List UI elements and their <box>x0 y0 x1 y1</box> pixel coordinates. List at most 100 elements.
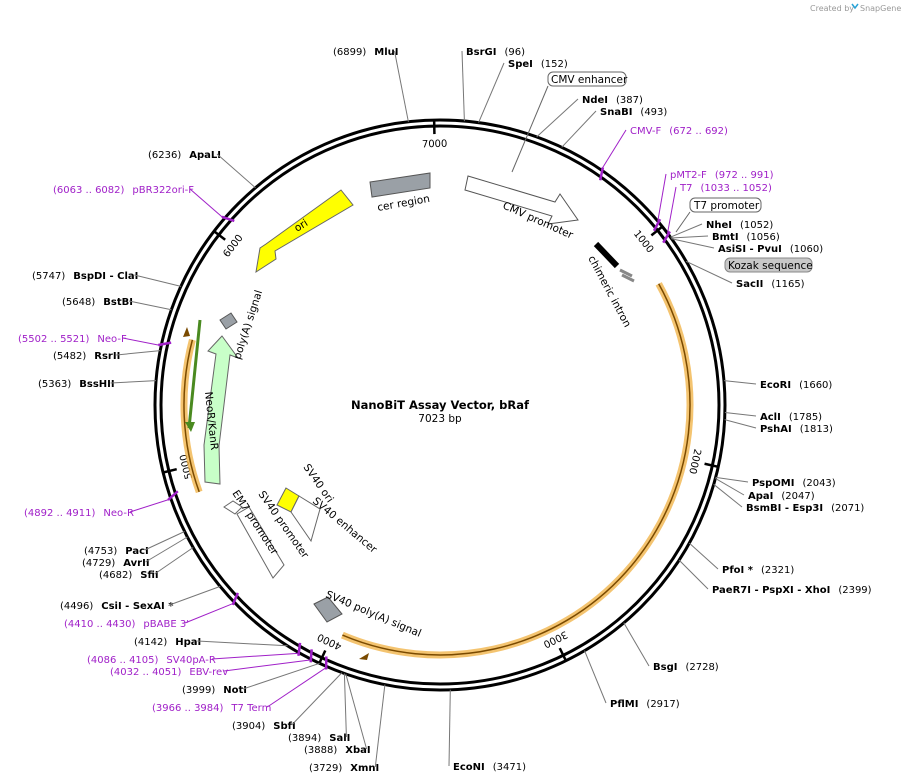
site-label[interactable]: SacII(1165) <box>736 279 805 290</box>
site-label[interactable]: PflMI(2917) <box>610 699 680 710</box>
site-label[interactable]: (3999)NotI <box>182 685 247 696</box>
site-pos: (4496) <box>60 601 93 612</box>
site-label[interactable]: (6063 .. 6082)pBR322ori-F <box>53 185 194 196</box>
site-label[interactable]: (5363)BssHII <box>38 379 115 390</box>
site-label[interactable]: (4892 .. 4911)Neo-R <box>24 508 134 519</box>
site-leader <box>670 223 703 238</box>
site-label[interactable]: (5648)BstBI <box>62 297 133 308</box>
site-label[interactable]: EcoRI(1660) <box>760 380 832 391</box>
chimeric-intron-label[interactable]: chimeric intron <box>585 254 633 330</box>
primer-mark <box>221 215 235 223</box>
ori-arrow[interactable] <box>255 189 354 274</box>
credit-brand: SnapGene <box>860 4 901 13</box>
site-label[interactable]: (3888)XbaI <box>304 745 371 756</box>
site-name: BspDI - ClaI <box>73 271 138 282</box>
site-leader <box>715 476 749 483</box>
site-label[interactable]: (4142)HpaI <box>134 637 201 648</box>
site-label[interactable]: PaeR7I - PspXI - XhoI(2399) <box>712 585 872 596</box>
backbone-inner <box>159 124 721 686</box>
site-label[interactable]: (6236)ApaLI <box>148 150 221 161</box>
site-label[interactable]: (5482)RsrII <box>53 351 120 362</box>
em7-promoter-arrow[interactable] <box>223 500 243 515</box>
site-label[interactable]: CMV-F(672 .. 692) <box>630 126 728 137</box>
site-pos: (1660) <box>799 380 832 391</box>
tick-mark <box>650 225 664 237</box>
t7-promoter-leader <box>675 211 691 233</box>
sv40-polya-box[interactable] <box>313 596 343 623</box>
site-pos: (1056) <box>747 232 780 243</box>
site-label[interactable]: BsmBI - Esp3I(2071) <box>746 503 864 514</box>
site-label[interactable]: (4729)AvrII <box>82 558 150 569</box>
site-leader <box>197 640 288 647</box>
site-label[interactable]: (3729)XmnI <box>309 763 379 774</box>
site-label[interactable]: NheI(1052) <box>706 220 773 231</box>
cer-region-label[interactable]: cer region <box>376 193 430 214</box>
site-label[interactable]: (5502 .. 5521)Neo-F <box>18 334 127 345</box>
site-pos: (4892 .. 4911) <box>24 508 96 519</box>
site-name: NdeI <box>582 95 608 106</box>
tick-label: 1000 <box>631 229 655 256</box>
site-label[interactable]: (3966 .. 3984)T7 Term <box>152 703 271 714</box>
site-label[interactable]: (4682)SfiI <box>99 570 159 581</box>
site-name: XbaI <box>345 745 370 756</box>
site-pos: (493) <box>640 107 667 118</box>
site-label[interactable]: T7(1033 .. 1052) <box>679 183 772 194</box>
neor-kanr-arrow[interactable] <box>203 335 240 485</box>
site-label[interactable]: BmtI(1056) <box>712 232 780 243</box>
site-label[interactable]: (3904)SbfI <box>232 721 296 732</box>
site-name: EBV-rev <box>189 667 228 678</box>
sv40-enhancer-box[interactable] <box>290 495 321 543</box>
site-leader <box>345 673 368 750</box>
kozak-label[interactable]: Kozak sequence <box>728 260 813 272</box>
site-label[interactable]: (4410 .. 4430)pBABE 3' <box>64 619 189 630</box>
credit-prefix: Created by <box>810 4 854 13</box>
site-label[interactable]: (4032 .. 4051)EBV-rev <box>110 667 228 678</box>
site-label[interactable]: (4086 .. 4105)SV40pA-R <box>87 655 216 666</box>
site-label[interactable]: AsiSI - PvuI(1060) <box>718 244 823 255</box>
site-label[interactable]: (5747)BspDI - ClaI <box>32 271 138 282</box>
site-label[interactable]: ApaI(2047) <box>748 491 815 502</box>
site-label[interactable]: AclI(1785) <box>760 412 822 423</box>
site-leader <box>685 260 733 284</box>
site-label[interactable]: EcoNI(3471) <box>453 762 526 773</box>
site-pos: (3471) <box>493 762 526 773</box>
site-name: AvrII <box>123 558 149 569</box>
site-name: PfoI * <box>722 565 754 576</box>
site-pos: (5648) <box>62 297 95 308</box>
site-label[interactable]: NdeI(387) <box>582 95 643 106</box>
site-label[interactable]: (6899)MluI <box>333 47 398 58</box>
t7-promoter-label[interactable]: T7 promoter <box>693 200 760 212</box>
site-name: AclI <box>760 412 781 423</box>
insert-arc-neo-core <box>183 339 200 493</box>
cer-region-box[interactable] <box>369 172 431 198</box>
site-leader <box>688 542 719 570</box>
chimeric-intron-bar[interactable] <box>593 241 620 269</box>
site-name: CsiI - SexAI * <box>101 601 174 612</box>
site-label[interactable]: SpeI(152) <box>508 59 568 70</box>
kozak-marks <box>619 268 635 283</box>
site-leader <box>216 153 256 189</box>
site-label[interactable]: PspOMI(2043) <box>752 478 836 489</box>
site-label[interactable]: BsgI(2728) <box>653 662 719 673</box>
plasmid-length: 7023 bp <box>418 413 462 425</box>
site-label[interactable]: SnaBI(493) <box>600 107 667 118</box>
site-leader <box>122 337 162 347</box>
site-label[interactable]: (4496) CsiI - SexAI * <box>60 601 174 612</box>
polya-signal-label[interactable]: poly(A) signal <box>231 289 265 361</box>
site-label[interactable]: pMT2-F(972 .. 991) <box>670 170 774 181</box>
site-label[interactable]: PshAI(1813) <box>760 424 833 435</box>
cmv-promoter-arrow[interactable] <box>464 175 579 225</box>
site-label[interactable]: (3894)SalI <box>288 733 350 744</box>
cmv-enhancer-label[interactable]: CMV enhancer <box>551 74 628 86</box>
restriction-sites: (6899)MluI BsrGI(96)SpeI(152) NdeI(387)Sna… <box>18 47 872 774</box>
polya-signal-box[interactable] <box>219 312 238 330</box>
site-label[interactable]: BsrGI(96) <box>466 47 525 58</box>
site-leader <box>211 652 300 660</box>
site-leader <box>129 498 172 513</box>
site-pos: (5502 .. 5521) <box>18 334 90 345</box>
sv40-promoter-arrow[interactable] <box>236 506 285 579</box>
site-label[interactable]: (4753)PacI <box>84 546 149 557</box>
site-label[interactable]: PfoI *(2321) <box>722 565 794 576</box>
sv40-enhancer-label[interactable]: SV40 enhancer <box>310 495 379 556</box>
site-name: BsgI <box>653 662 677 673</box>
